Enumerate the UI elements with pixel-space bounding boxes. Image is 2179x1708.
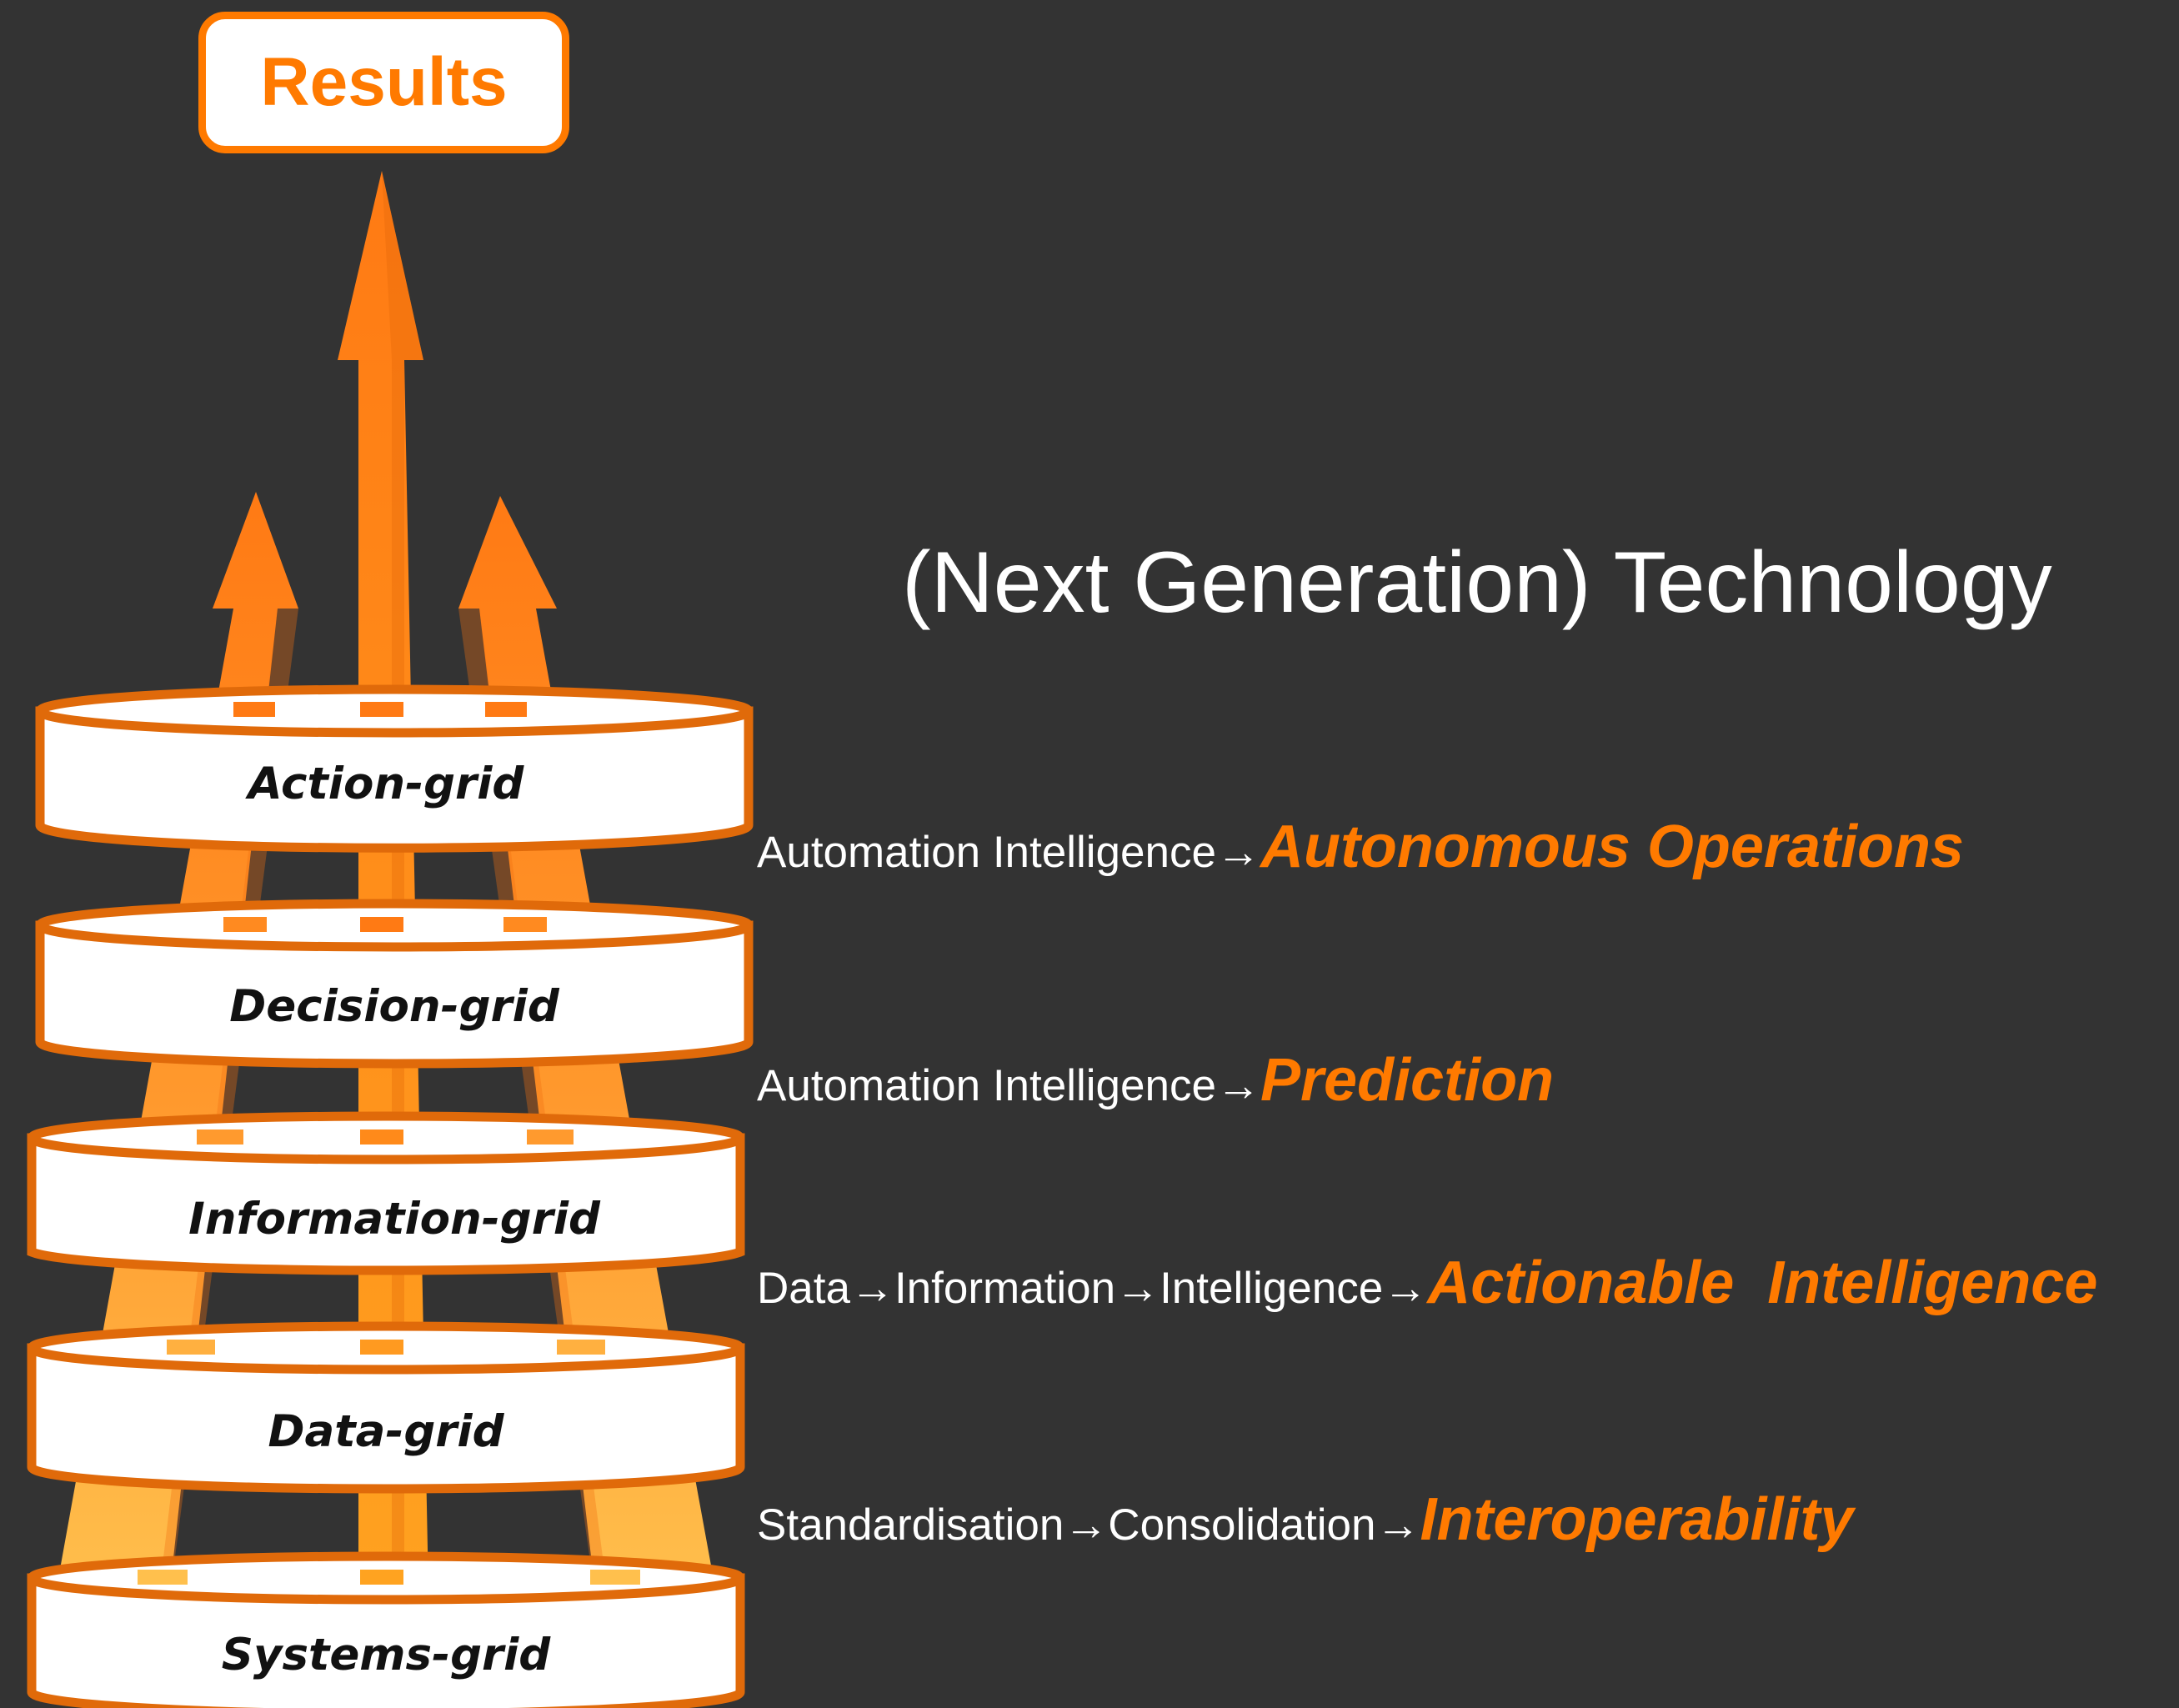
disk-systems xyxy=(27,1551,745,1708)
results-box: Results xyxy=(198,12,569,153)
row-prefix: Automation Intelligence→ xyxy=(757,828,1260,877)
disk-information xyxy=(27,1111,745,1275)
results-label: Results xyxy=(260,44,508,120)
row-prefix: Automation Intelligence→ xyxy=(757,1061,1260,1110)
row-emphasis: Autonomous Operations xyxy=(1260,814,1964,880)
heading-title: (Next Generation) Technology xyxy=(902,534,2052,631)
row-actionable-intelligence: Data→Information→Intelligence→Actionable… xyxy=(757,1249,2097,1317)
row-emphasis: Prediction xyxy=(1260,1047,1555,1114)
row-emphasis: Interoperability xyxy=(1420,1486,1854,1553)
disk-action xyxy=(35,684,754,853)
decision-grid-label: Decision-grid xyxy=(229,981,559,1032)
row-emphasis: Actionable Intelligence xyxy=(1427,1250,2098,1316)
information-grid-label: Information-grid xyxy=(188,1194,600,1245)
row-autonomous-operations: Automation Intelligence→Autonomous Opera… xyxy=(757,813,1964,881)
row-interoperability: Standardisation→Consolidation→Interopera… xyxy=(757,1485,1854,1554)
disk-top-shafts xyxy=(138,702,640,1585)
data-grid-label: Data-grid xyxy=(268,1406,504,1457)
disk-decision xyxy=(35,899,754,1069)
systems-grid-label: Systems-grid xyxy=(221,1630,551,1680)
row-prefix: Standardisation→Consolidation→ xyxy=(757,1500,1420,1550)
action-grid-label: Action-grid xyxy=(248,759,524,809)
row-prediction: Automation Intelligence→Prediction xyxy=(757,1046,1554,1114)
row-prefix: Data→Information→Intelligence→ xyxy=(757,1264,1428,1313)
